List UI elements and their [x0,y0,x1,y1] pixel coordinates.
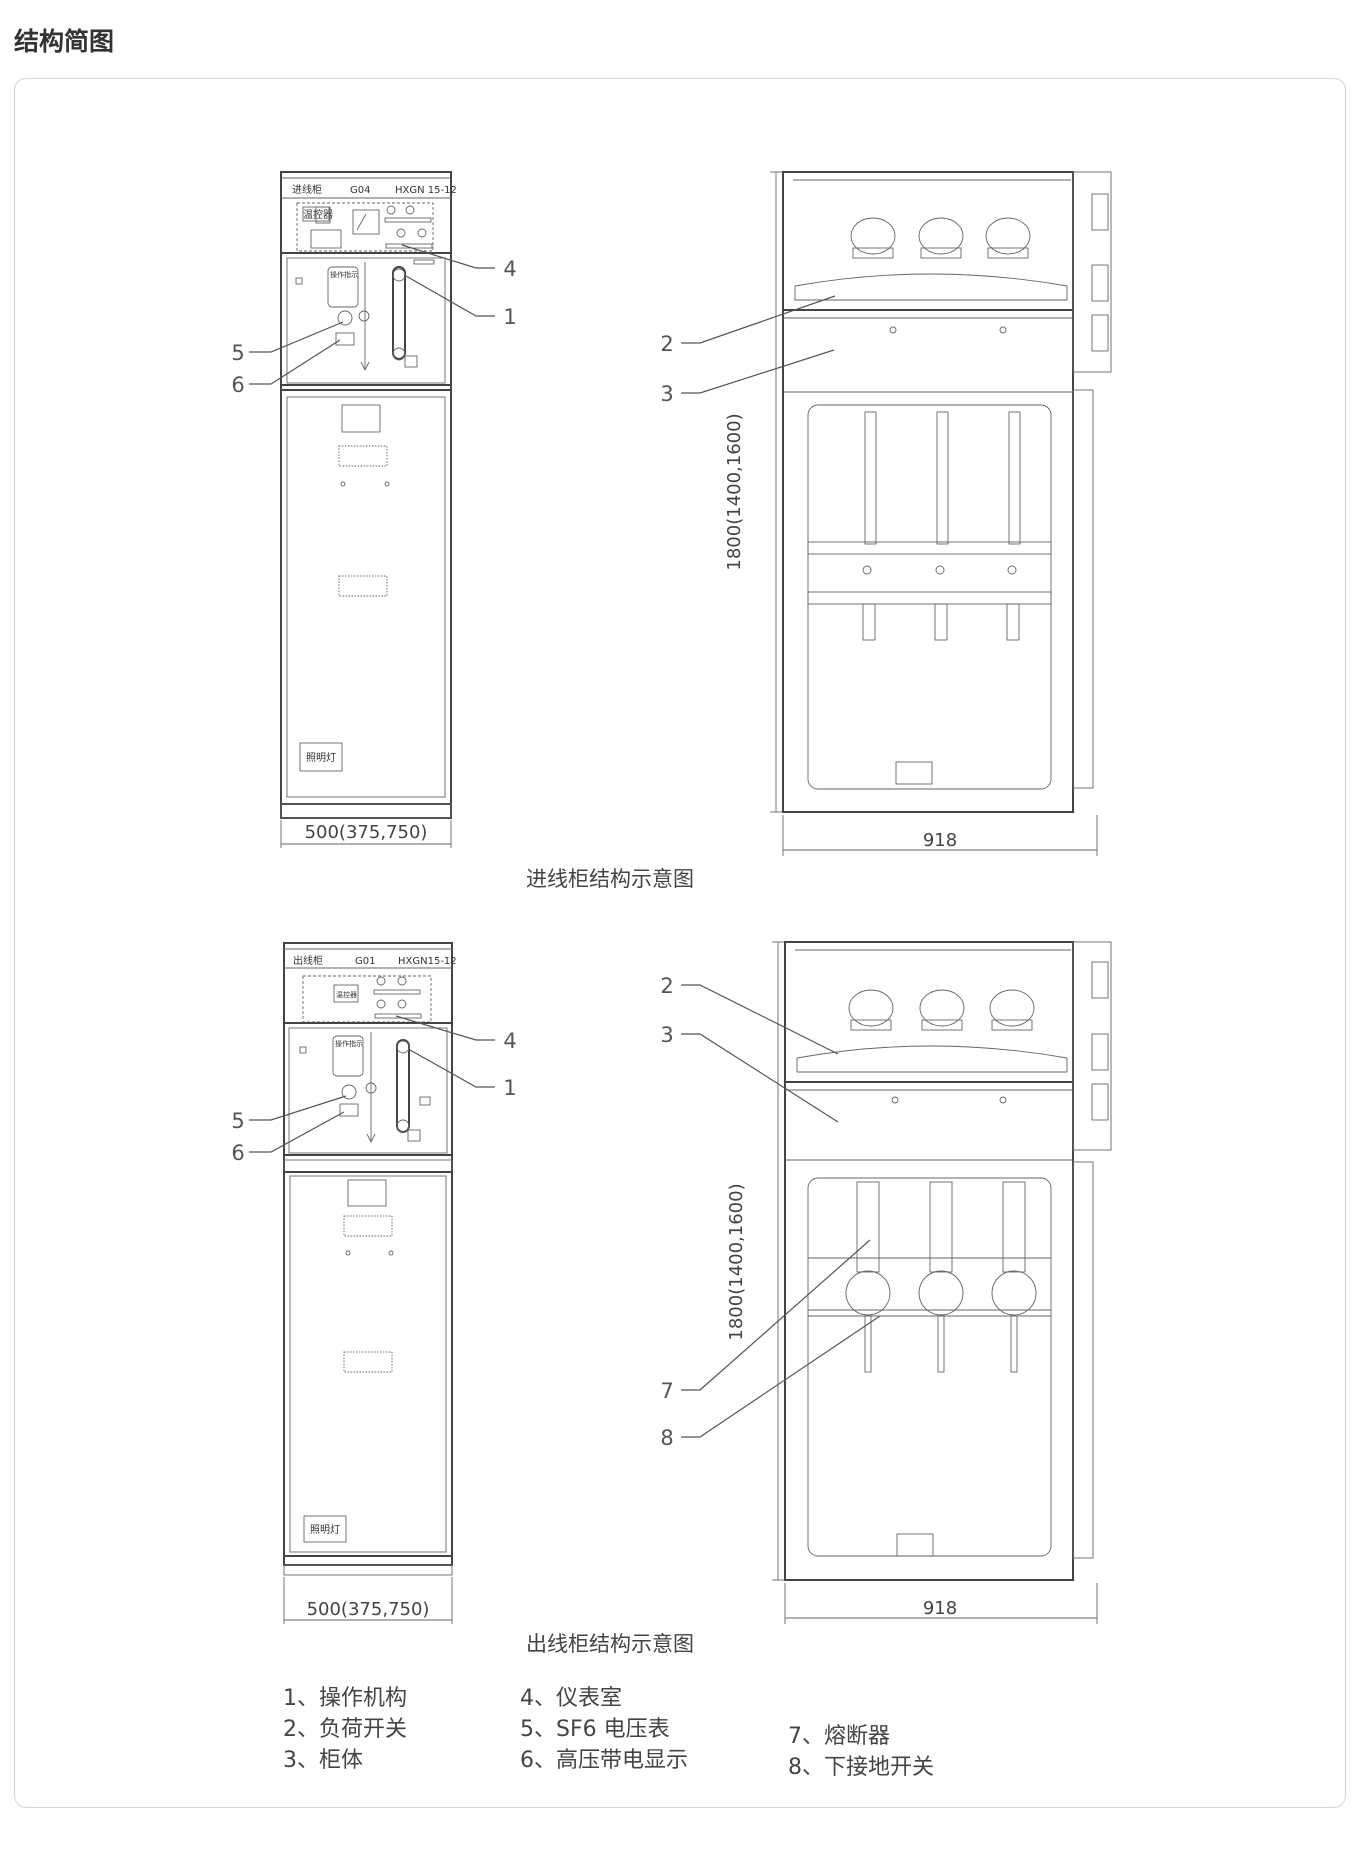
legend-item-7: 7、熔断器 [788,1724,890,1749]
outgoing-callout-8: 8 [660,1426,673,1450]
incoming-callout-3: 3 [660,382,673,406]
incoming-height-dim: 1800(1400,1600) [724,413,745,570]
incoming-width-dim: 500(375,750) [305,822,428,843]
outgoing-height-dim: 1800(1400,1600) [726,1183,747,1340]
incoming-instrument-label: 温控器 [303,208,333,221]
outgoing-op-label: 操作指示 [335,1039,363,1048]
incoming-op-label: 操作指示 [330,270,358,279]
outgoing-callout-7: 7 [660,1379,673,1403]
incoming-depth-dim: 918 [923,830,957,851]
outgoing-lamp-label: 照明灯 [310,1524,340,1536]
outgoing-header-model: HXGN15-12 [398,956,457,967]
legend-item-4: 4、仪表室 [520,1686,622,1711]
outgoing-callout-1: 1 [503,1076,516,1100]
incoming-callout-1: 1 [503,305,516,329]
outgoing-caption: 出线柜结构示意图 [526,1632,694,1656]
outgoing-depth-dim: 918 [923,1598,957,1619]
outgoing-callout-5: 5 [231,1109,244,1133]
incoming-caption: 进线柜结构示意图 [526,867,694,891]
page-title: 结构简图 [14,27,115,56]
incoming-callout-2: 2 [660,332,673,356]
incoming-lamp-label: 照明灯 [306,752,336,764]
legend: 1、操作机构 2、负荷开关 3、柜体 4、仪表室 5、SF6 电压表 6、高压带… [283,1686,934,1780]
incoming-callout-4: 4 [503,257,516,281]
incoming-front-view: 进线柜 G04 HXGN 15-12 温控器 操作指示 [231,171,517,848]
incoming-header-code: G04 [350,185,370,196]
outgoing-side-view: 1800(1400,1600) 918 2 3 7 8 [660,941,1112,1624]
incoming-side-view: 1800(1400,1600) 918 2 3 [660,171,1112,856]
outgoing-instrument-label: 温控器 [336,990,357,999]
outgoing-header-name: 出线柜 [293,954,323,967]
outgoing-callout-6: 6 [231,1141,244,1165]
incoming-header-name: 进线柜 [292,183,322,196]
outgoing-width-dim: 500(375,750) [307,1599,430,1620]
outgoing-callout-4: 4 [503,1029,516,1053]
legend-item-1: 1、操作机构 [283,1686,407,1711]
incoming-callout-5: 5 [231,341,244,365]
incoming-header-model: HXGN 15-12 [395,185,457,196]
diagram-card [14,78,1346,1808]
incoming-callout-6: 6 [231,373,244,397]
legend-item-2: 2、负荷开关 [283,1717,407,1742]
legend-item-8: 8、下接地开关 [788,1755,934,1780]
outgoing-callout-2: 2 [660,974,673,998]
legend-item-3: 3、柜体 [283,1748,363,1773]
legend-item-5: 5、SF6 电压表 [520,1717,670,1742]
outgoing-front-view: 出线柜 G01 HXGN15-12 温控器 操作指示 照明灯 [231,942,517,1624]
legend-item-6: 6、高压带电显示 [520,1748,688,1773]
outgoing-header-code: G01 [355,956,375,967]
outgoing-callout-3: 3 [660,1023,673,1047]
